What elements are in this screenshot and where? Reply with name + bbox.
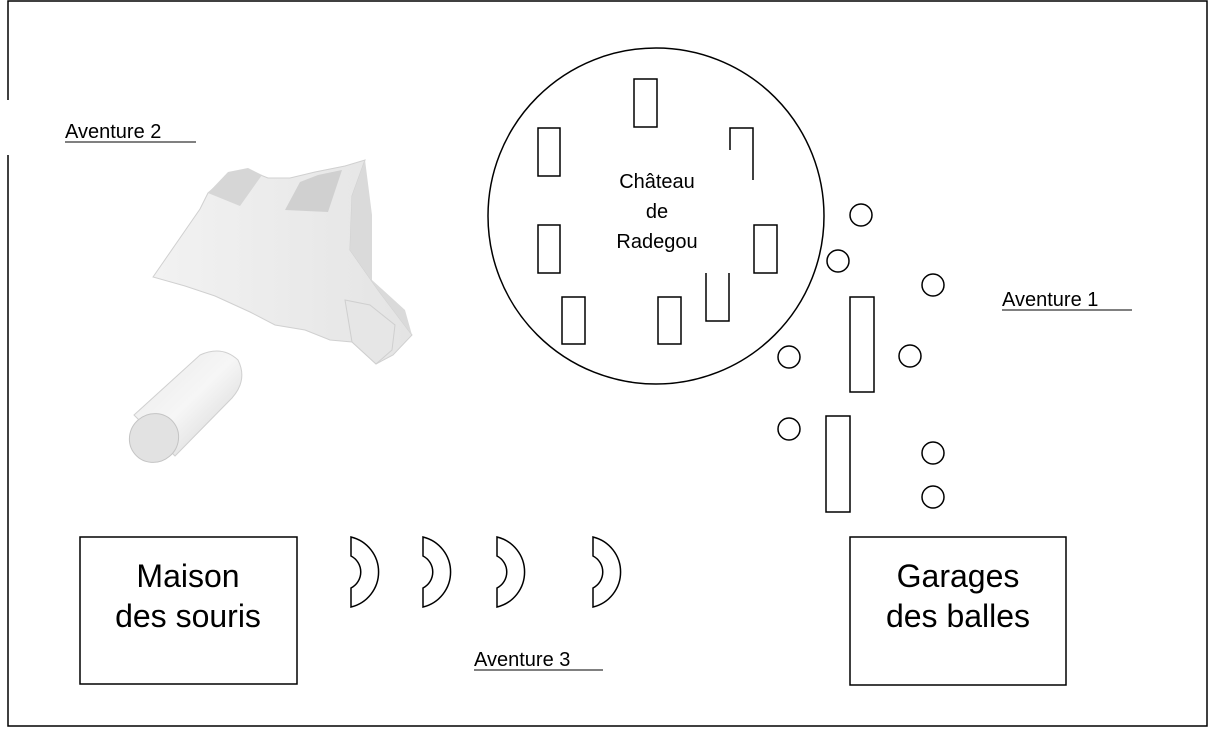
castle-room-top [633, 78, 658, 128]
arc-2 [422, 536, 452, 608]
aventure-1-label: Aventure 1 [1002, 289, 1098, 311]
cylinder-shape [128, 350, 243, 463]
rock-ridge-1 [208, 168, 262, 206]
aventure-2-label: Aventure 2 [65, 121, 161, 143]
castle-room-bottom-center [657, 296, 682, 345]
aventure-3-label: Aventure 3 [474, 649, 570, 671]
arc-1 [350, 536, 380, 608]
ball-2 [826, 249, 850, 273]
arc-3 [496, 536, 526, 608]
cylinder-end [128, 413, 180, 463]
ball-3 [921, 273, 945, 297]
castle: Château de Radegou [487, 47, 825, 385]
ball-garage-label-line2: des balles [886, 598, 1030, 634]
aventure-3-arcs [350, 536, 622, 608]
castle-room-left-upper [537, 127, 561, 177]
ball-8 [921, 485, 945, 509]
ball-7 [921, 441, 945, 465]
aventure-1-course [777, 203, 945, 513]
ball-6 [777, 417, 801, 441]
castle-label-line3: Radegou [616, 231, 697, 253]
ball-4 [777, 345, 801, 369]
bar-upper [849, 296, 875, 393]
castle-room-right-middle [753, 224, 778, 274]
ball-garage: Garages des balles [849, 536, 1067, 686]
ball-garage-label-line1: Garages [897, 558, 1020, 594]
mouse-house-label-line2: des souris [115, 598, 261, 634]
frame-notch [0, 100, 9, 155]
rock-shape [152, 159, 413, 365]
rock-fold [344, 299, 396, 365]
bar-lower [825, 415, 851, 513]
mouse-house-box [79, 536, 298, 685]
rock-side [350, 160, 412, 335]
castle-room-left-middle [537, 224, 561, 274]
ball-1 [849, 203, 873, 227]
ball-garage-box [849, 536, 1067, 686]
arc-4 [592, 536, 622, 608]
mouse-house-label-line1: Maison [136, 558, 239, 594]
castle-room-bottom-left [561, 296, 586, 345]
castle-room-right-upper [729, 127, 754, 180]
mouse-house: Maison des souris [79, 536, 298, 685]
rock-ridge-2 [285, 170, 342, 212]
castle-label-line2: de [646, 201, 668, 223]
ball-5 [898, 344, 922, 368]
castle-label-line1: Château [619, 171, 695, 193]
castle-room-door [705, 273, 730, 322]
